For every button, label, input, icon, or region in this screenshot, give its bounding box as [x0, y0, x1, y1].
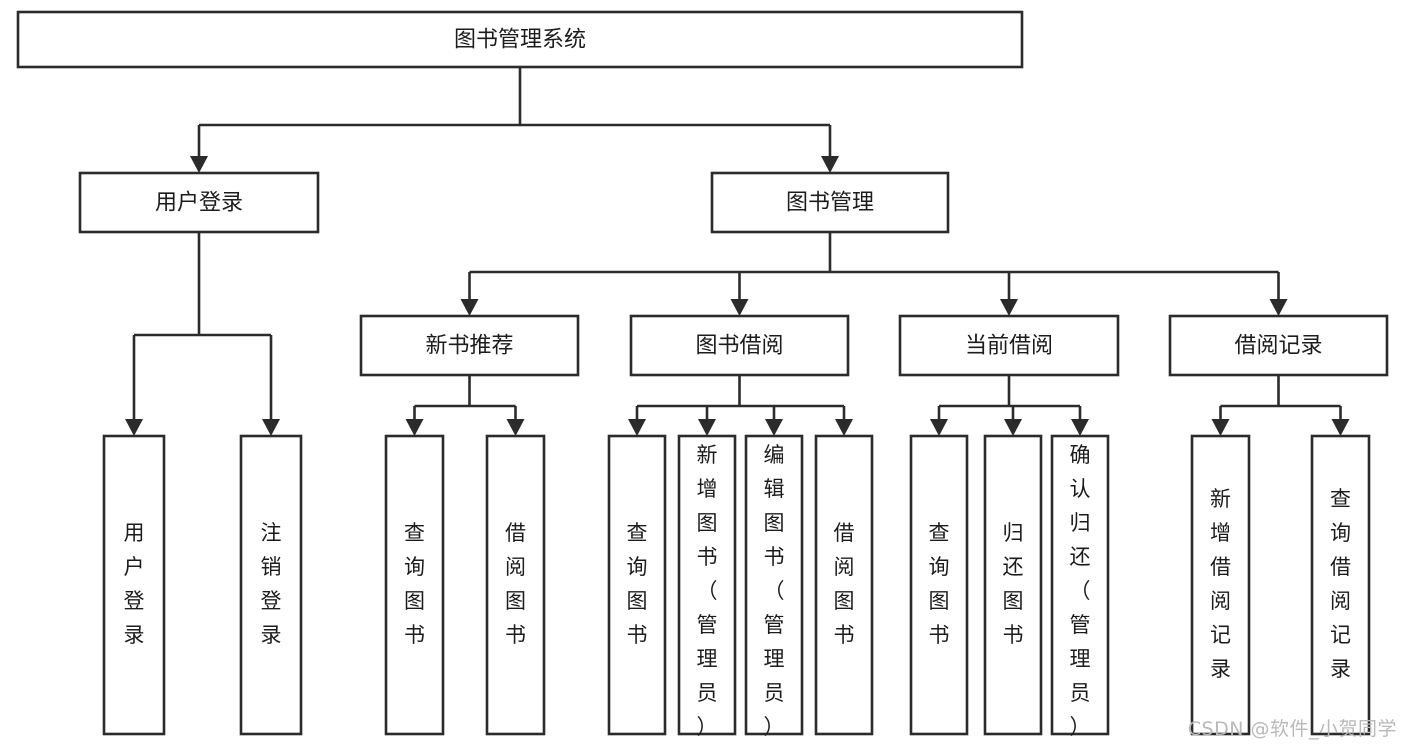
arrow-icon-leaf-logout [262, 419, 280, 436]
node-box-current-borrow [898, 314, 1120, 377]
arrow-icon-current-borrow [1000, 299, 1018, 316]
node-box-leaf-logout [239, 434, 303, 736]
node-label-leaf-query-borrow-record: 查询借阅记录 [1330, 487, 1351, 681]
node-label-book-borrow: 图书借阅 [695, 334, 783, 359]
node-label-leaf-user-login: 用户登录 [124, 521, 145, 647]
node-box-leaf-borrow-book [814, 434, 874, 736]
arrow-icon-leaf-return-book [1004, 419, 1022, 436]
arrow-icon-borrow-records [1269, 299, 1288, 316]
node-label-root: 图书管理系统 [454, 28, 586, 53]
arrow-icon-leaf-borrow-book-new [506, 419, 525, 436]
node-user-login[interactable]: 用户登录 [78, 171, 320, 234]
node-label-leaf-query-book-borrow: 查询图书 [627, 521, 648, 647]
arrow-icon-leaf-query-book-current [930, 419, 948, 436]
arrow-icon-leaf-user-login [125, 419, 143, 436]
node-leaf-query-book-borrow[interactable]: 查询图书 [607, 434, 667, 736]
arrow-icon-leaf-edit-book-admin [765, 419, 783, 436]
node-new-book-recommend[interactable]: 新书推荐 [359, 314, 580, 377]
arrow-icon-leaf-add-book-admin [698, 419, 716, 436]
node-leaf-user-login[interactable]: 用户登录 [102, 434, 166, 736]
node-box-leaf-add-book-admin [677, 434, 737, 736]
node-box-leaf-query-book-current [909, 434, 969, 736]
node-box-leaf-user-login [102, 434, 166, 736]
node-label-leaf-edit-book-admin: 编辑图书（管理员） [764, 443, 785, 739]
node-current-borrow[interactable]: 当前借阅 [898, 314, 1120, 377]
node-box-borrow-records [1168, 314, 1389, 377]
node-label-leaf-add-book-admin: 新增图书（管理员） [697, 443, 718, 739]
node-label-leaf-return-book: 归还图书 [1003, 521, 1024, 647]
node-box-leaf-return-book [983, 434, 1043, 736]
node-box-leaf-query-borrow-record [1310, 434, 1371, 736]
node-box-book-management [710, 171, 950, 234]
arrow-icon-new-book-recommend [460, 299, 479, 316]
node-borrow-records[interactable]: 借阅记录 [1168, 314, 1389, 377]
node-box-root [16, 10, 1024, 69]
node-label-borrow-records: 借阅记录 [1234, 334, 1322, 359]
node-box-leaf-query-book-new [384, 434, 445, 736]
connectors-layer [125, 67, 1350, 436]
node-root[interactable]: 图书管理系统 [16, 10, 1024, 69]
node-leaf-borrow-book-new[interactable]: 借阅图书 [485, 434, 546, 736]
node-box-book-borrow [629, 314, 850, 377]
arrow-icon-book-management [821, 156, 839, 173]
node-leaf-confirm-return-admin[interactable]: 确认归还（管理员） [1050, 434, 1110, 739]
arrow-icon-book-borrow [730, 299, 749, 316]
nodes-layer: 图书管理系统用户登录图书管理新书推荐图书借阅当前借阅借阅记录用户登录注销登录查询… [16, 10, 1389, 739]
node-box-user-login [78, 171, 320, 234]
node-box-leaf-confirm-return-admin [1050, 434, 1110, 736]
node-leaf-edit-book-admin[interactable]: 编辑图书（管理员） [744, 434, 804, 739]
node-label-book-management: 图书管理 [786, 191, 874, 216]
arrow-icon-leaf-borrow-book [835, 419, 853, 436]
node-label-user-login: 用户登录 [155, 191, 243, 216]
node-label-leaf-borrow-book: 借阅图书 [834, 521, 855, 647]
node-box-leaf-borrow-book-new [485, 434, 546, 736]
node-leaf-borrow-book[interactable]: 借阅图书 [814, 434, 874, 736]
node-label-leaf-confirm-return-admin: 确认归还（管理员） [1070, 443, 1091, 739]
node-label-leaf-query-book-new: 查询图书 [404, 521, 425, 647]
node-leaf-logout[interactable]: 注销登录 [239, 434, 303, 736]
node-label-leaf-query-book-current: 查询图书 [929, 521, 950, 647]
node-box-leaf-add-borrow-record [1190, 434, 1251, 736]
arrow-icon-leaf-query-book-new [405, 419, 424, 436]
node-leaf-return-book[interactable]: 归还图书 [983, 434, 1043, 736]
node-label-leaf-add-borrow-record: 新增借阅记录 [1210, 487, 1231, 681]
node-label-current-borrow: 当前借阅 [965, 334, 1053, 359]
node-box-leaf-query-book-borrow [607, 434, 667, 736]
node-label-leaf-borrow-book-new: 借阅图书 [505, 521, 526, 647]
arrow-icon-leaf-query-book-borrow [628, 419, 646, 436]
node-leaf-query-book-new[interactable]: 查询图书 [384, 434, 445, 736]
node-box-leaf-edit-book-admin [744, 434, 804, 736]
arrow-icon-leaf-query-borrow-record [1331, 419, 1350, 436]
arrow-icon-user-login [190, 156, 208, 173]
node-box-new-book-recommend [359, 314, 580, 377]
node-book-management[interactable]: 图书管理 [710, 171, 950, 234]
node-leaf-add-borrow-record[interactable]: 新增借阅记录 [1190, 434, 1251, 736]
node-leaf-add-book-admin[interactable]: 新增图书（管理员） [677, 434, 737, 739]
node-book-borrow[interactable]: 图书借阅 [629, 314, 850, 377]
arrow-icon-leaf-add-borrow-record [1211, 419, 1230, 436]
node-label-new-book-recommend: 新书推荐 [425, 334, 513, 359]
arrow-icon-leaf-confirm-return-admin [1071, 419, 1089, 436]
node-leaf-query-borrow-record[interactable]: 查询借阅记录 [1310, 434, 1371, 736]
node-leaf-query-book-current[interactable]: 查询图书 [909, 434, 969, 736]
node-label-leaf-logout: 注销登录 [261, 521, 282, 647]
